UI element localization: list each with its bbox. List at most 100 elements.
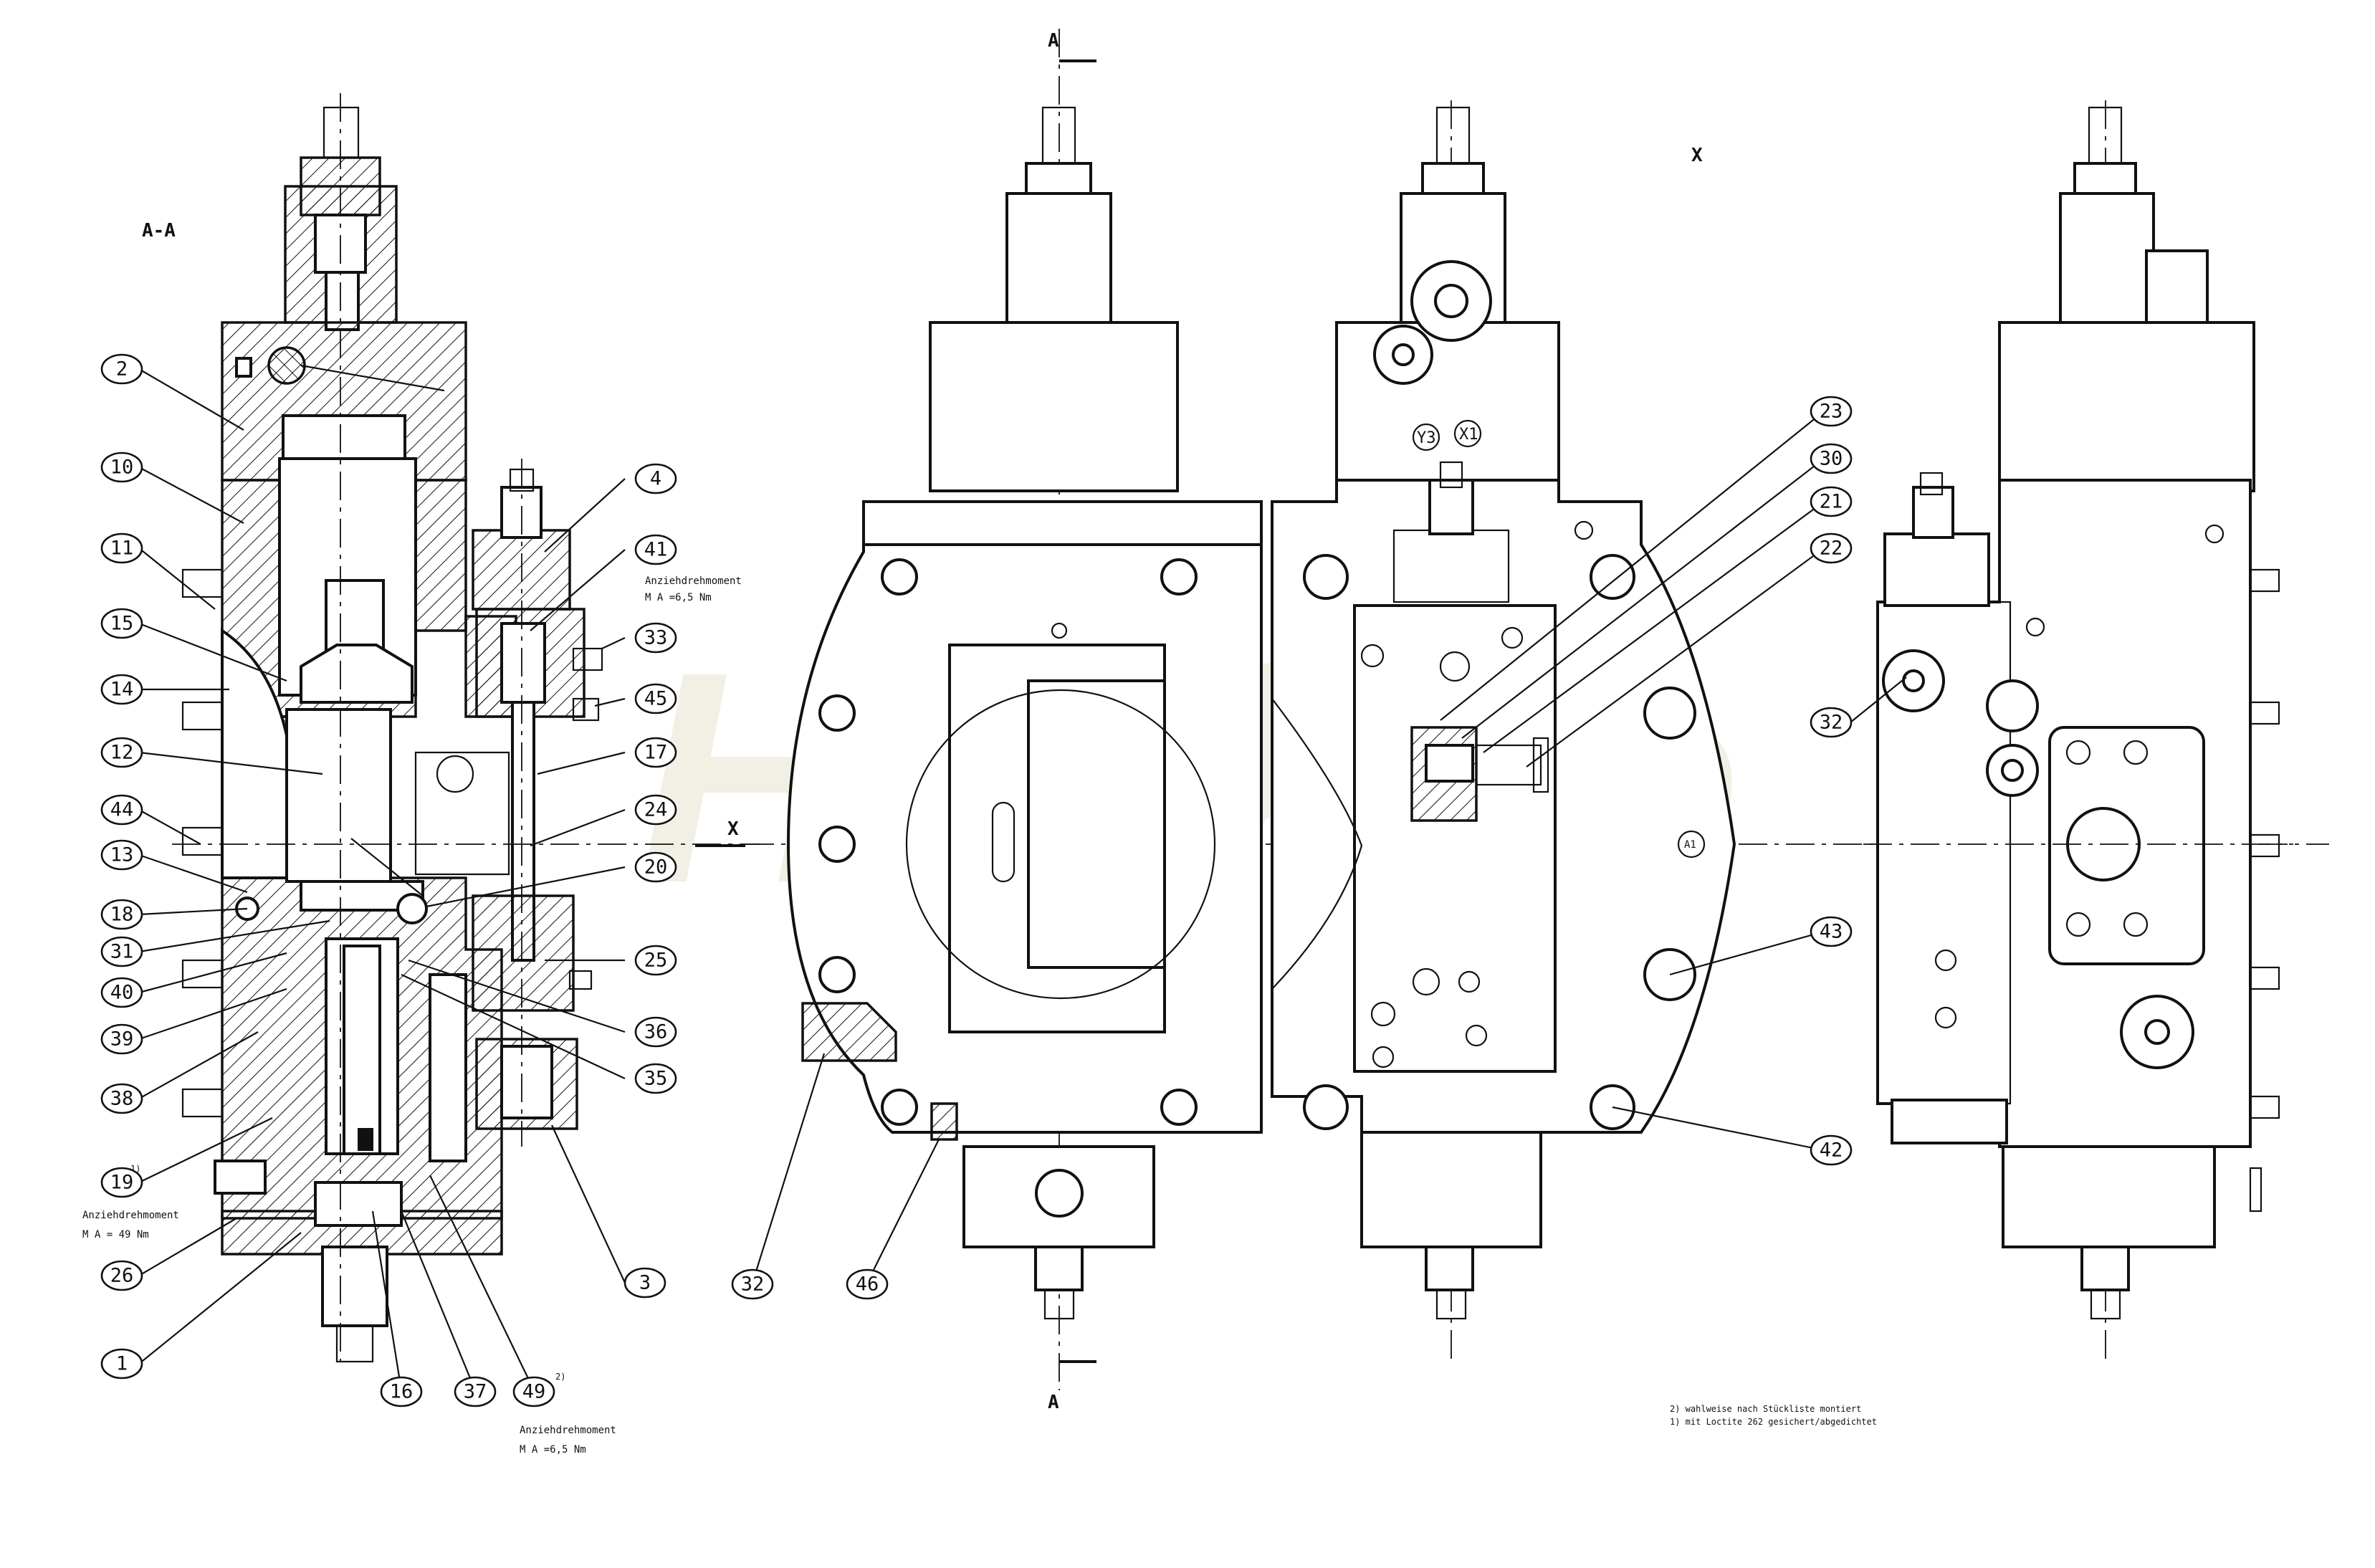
- callout-2: 2: [100, 353, 143, 385]
- svg-text:20: 20: [644, 856, 668, 879]
- svg-text:36: 36: [644, 1021, 668, 1043]
- svg-text:15: 15: [110, 613, 134, 635]
- callout-36: 36: [634, 1016, 677, 1048]
- callout-24: 24: [634, 794, 677, 826]
- axis-x-label: X: [727, 818, 739, 840]
- port-y3: Y3: [1417, 429, 1436, 447]
- svg-text:14: 14: [110, 679, 134, 701]
- callout-25: 25: [634, 945, 677, 976]
- callout-33: 33: [634, 622, 677, 654]
- callout-4: 4: [634, 463, 677, 494]
- svg-text:40: 40: [110, 982, 134, 1004]
- callout-39: 39: [100, 1023, 143, 1055]
- annotations: Anziehdrehmoment M A =6,5 Nm Anziehdrehm…: [82, 575, 1877, 1455]
- footnote-1: 2) wahlweise nach Stückliste montiert: [1670, 1404, 1861, 1414]
- svg-text:1: 1: [116, 1353, 128, 1375]
- callout-11: 11: [100, 532, 143, 564]
- torque-note-3-title: Anziehdrehmoment: [520, 1425, 616, 1436]
- svg-text:25: 25: [644, 950, 668, 972]
- callout-10: 10: [100, 451, 143, 483]
- torque-note-1-title: Anziehdrehmoment: [645, 575, 742, 587]
- svg-text:3: 3: [639, 1272, 651, 1294]
- svg-text:49: 49: [522, 1381, 546, 1403]
- callout-22: 22: [1810, 532, 1853, 564]
- svg-text:13: 13: [110, 844, 134, 866]
- svg-text:45: 45: [644, 688, 668, 710]
- callout-43: 43: [1810, 916, 1853, 947]
- callout-17: 17: [634, 737, 677, 768]
- svg-text:39: 39: [110, 1028, 134, 1051]
- callout-15: 15: [100, 608, 143, 639]
- section-marker-top: A: [1048, 30, 1059, 52]
- svg-text:32: 32: [1820, 712, 1843, 734]
- callout-23: 23: [1810, 396, 1853, 427]
- svg-text:37: 37: [464, 1381, 487, 1403]
- svg-text:26: 26: [110, 1265, 134, 1287]
- callout-13: 13: [100, 839, 143, 871]
- section-view-a-a: A-A: [142, 93, 760, 1363]
- svg-text:4: 4: [650, 468, 661, 490]
- callout-46: 46: [846, 1268, 889, 1300]
- svg-text:24: 24: [644, 799, 668, 821]
- svg-text:30: 30: [1820, 448, 1843, 470]
- callout-12: 12: [100, 737, 143, 768]
- callout-14: 14: [100, 674, 143, 705]
- callout-18: 18: [100, 899, 143, 930]
- footnote-2: 1) mit Loctite 262 gesichert/abgedichtet: [1670, 1417, 1877, 1427]
- callout-40: 40: [100, 977, 143, 1008]
- svg-text:10: 10: [110, 456, 134, 479]
- section-title: A-A: [142, 220, 176, 242]
- callout-31: 31: [100, 936, 143, 967]
- svg-text:41: 41: [644, 539, 668, 561]
- svg-text:44: 44: [110, 799, 134, 821]
- svg-text:31: 31: [110, 941, 134, 963]
- svg-text:2: 2: [116, 358, 128, 381]
- callout-19: 19: [100, 1167, 143, 1198]
- callout-42: 42: [1810, 1134, 1853, 1166]
- superscript-49: 2): [555, 1372, 565, 1382]
- svg-text:19: 19: [110, 1172, 134, 1194]
- svg-text:11: 11: [110, 537, 134, 560]
- svg-text:12: 12: [110, 742, 134, 764]
- svg-text:32: 32: [741, 1273, 765, 1296]
- svg-text:42: 42: [1820, 1139, 1843, 1162]
- svg-text:16: 16: [390, 1381, 414, 1403]
- callout-21: 21: [1810, 486, 1853, 517]
- port-a1: A1: [1684, 839, 1696, 851]
- section-marker-bottom: A: [1048, 1392, 1059, 1413]
- svg-text:43: 43: [1820, 921, 1843, 943]
- view-x-label: X: [1691, 145, 1703, 166]
- svg-text:46: 46: [856, 1273, 879, 1296]
- callout-1: 1: [100, 1348, 143, 1380]
- svg-text:21: 21: [1820, 491, 1843, 513]
- callout-38: 38: [100, 1083, 143, 1114]
- svg-text:17: 17: [644, 742, 668, 764]
- callout-32-side: 32: [1810, 707, 1853, 738]
- leaders: [138, 368, 1907, 1391]
- svg-text:23: 23: [1820, 401, 1843, 423]
- callout-44: 44: [100, 794, 143, 826]
- svg-text:18: 18: [110, 904, 134, 926]
- callout-49: 49: [512, 1376, 555, 1407]
- torque-note-2-title: Anziehdrehmoment: [82, 1210, 179, 1221]
- svg-text:38: 38: [110, 1088, 134, 1110]
- front-view: A A X: [695, 29, 2329, 1413]
- callout-26: 26: [100, 1260, 143, 1291]
- side-view: [1863, 100, 2293, 1362]
- callout-41: 41: [634, 534, 677, 565]
- port-x1: X1: [1459, 426, 1478, 444]
- callouts: 2 10 11 15 14 12 44 13 18 31 40 39 38 19…: [100, 353, 1853, 1407]
- view-x: X Y3 X1: [1271, 100, 1736, 1362]
- callout-37: 37: [454, 1376, 497, 1407]
- callout-20: 20: [634, 851, 677, 883]
- callout-32-front: 32: [731, 1268, 774, 1300]
- torque-note-1-value: M A =6,5 Nm: [645, 592, 712, 603]
- torque-note-3-value: M A =6,5 Nm: [520, 1444, 586, 1455]
- callout-35: 35: [634, 1063, 677, 1094]
- callout-30: 30: [1810, 443, 1853, 474]
- torque-note-2-value: M A = 49 Nm: [82, 1229, 149, 1240]
- svg-text:35: 35: [644, 1068, 668, 1090]
- callout-16: 16: [380, 1376, 423, 1407]
- svg-text:22: 22: [1820, 537, 1843, 560]
